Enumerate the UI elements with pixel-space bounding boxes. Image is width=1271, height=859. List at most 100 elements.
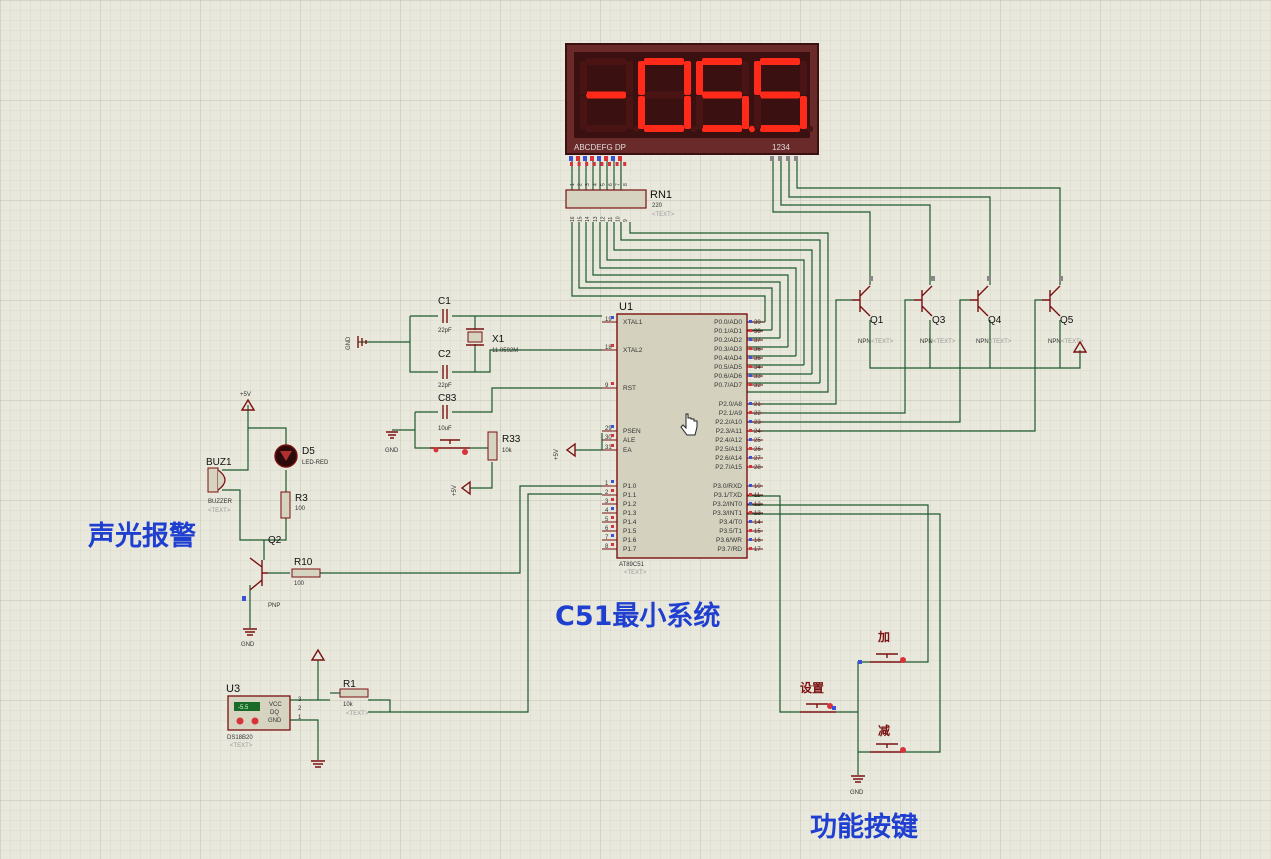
mcu-left-pin-num: 2: [605, 490, 609, 496]
mcu-pin-state: [611, 507, 614, 510]
display-segment-pin: [576, 156, 580, 161]
mcu-pin-state: [749, 383, 752, 386]
segment-a: [586, 58, 626, 65]
capacitor-c2[interactable]: C2 22pF: [438, 349, 452, 389]
display-segment-pin: [604, 156, 608, 161]
mcu-left-pin-num: 6: [605, 526, 609, 532]
segment-c: [742, 96, 749, 129]
rn1-pin-dot: [577, 162, 581, 166]
display-pin-label-right: 1234: [772, 143, 790, 152]
sensor-ds18b20[interactable]: -5.5 VCC DQ GND 3 2 1 U3 DS18B20 <TEXT>: [226, 683, 302, 749]
seven-segment-display[interactable]: ABCDEFG DP 1234: [565, 43, 819, 161]
mcu-right-pin-name: P3.7/RD: [717, 546, 742, 553]
rn1-pin-top: 1: [570, 183, 576, 186]
button-set-label: 设置: [800, 680, 824, 695]
buz1-ref: BUZ1: [206, 457, 232, 468]
rn1-pin-bottom: 14: [585, 216, 591, 222]
capacitor-c1[interactable]: C1 22pF: [438, 296, 452, 334]
segment-a: [702, 58, 742, 65]
r3-value: 100: [295, 506, 306, 512]
r1-text: <TEXT>: [346, 711, 369, 717]
resistor-r10[interactable]: R10 100: [291, 557, 321, 587]
rn1-text: <TEXT>: [652, 212, 675, 218]
button-sub[interactable]: 减: [870, 723, 906, 753]
u3-pin-num-3: 3: [298, 697, 302, 703]
mcu-pin-state: [749, 447, 752, 450]
mcu-pin-state: [749, 347, 752, 350]
transistor-q2[interactable]: Q2 PNP: [242, 535, 282, 609]
resistor-r33[interactable]: R33 10k: [487, 431, 521, 461]
gnd-buttons: GND: [850, 775, 865, 796]
gnd-alarm: GND: [241, 628, 257, 648]
rn1-pin-top: 3: [585, 183, 591, 186]
x1-ref: X1: [492, 334, 505, 345]
mcu-pin-state: [749, 320, 752, 323]
display-pin-label-left: ABCDEFG DP: [574, 143, 626, 152]
mcu-value: AT89C51: [619, 562, 645, 568]
mcu-left-pin-num: 7: [605, 535, 609, 541]
gnd-reset: GND: [385, 431, 399, 454]
mcu-ref: U1: [619, 301, 633, 313]
rn1-pin-bottom: 16: [570, 216, 576, 222]
segment-f: [580, 61, 587, 95]
resistor-r1[interactable]: R1 10k <TEXT>: [330, 679, 369, 717]
mcu-right-pin-name: P2.7/A15: [715, 464, 742, 471]
transistor-value: NPN: [920, 339, 933, 345]
mcu-right-pin-name: P2.3/A11: [716, 428, 743, 435]
mcu-left-pin-num: 3: [605, 499, 609, 505]
rn1-pin-dot: [600, 162, 604, 166]
buzzer-buz1[interactable]: BUZ1 BUZZER <TEXT>: [206, 457, 233, 514]
segment-b: [742, 61, 749, 95]
mcu-right-pin-num: 25: [754, 438, 761, 444]
npn-symbol: [970, 285, 989, 317]
crystal-x1[interactable]: X1 11.0592M: [466, 328, 518, 354]
reset-button[interactable]: [430, 439, 470, 455]
display-digit-1: [580, 58, 640, 133]
section-label-alarm: 声光报警: [88, 521, 196, 552]
segment-c: [800, 96, 807, 129]
button-set[interactable]: 设置: [800, 680, 836, 713]
mcu-pin-state: [749, 465, 752, 468]
mcu-right-pin-num: 12: [754, 502, 761, 508]
vcc-ea: +5V: [554, 442, 576, 460]
capacitor-c83[interactable]: C83 10uF: [438, 393, 457, 432]
mcu-pin-state: [749, 429, 752, 432]
led-d5[interactable]: D5 LED-RED: [274, 444, 329, 468]
segment-e: [638, 96, 645, 129]
rn1-pin-dot: [592, 162, 596, 166]
resistor-r3[interactable]: R3 100: [280, 491, 308, 519]
mcu-pin-state: [611, 525, 614, 528]
vcc-reset-label: +5V: [452, 485, 458, 496]
mcu-right-pin-num: 26: [754, 447, 761, 453]
mcu-right-pin-name: P3.1/TXD: [714, 492, 742, 499]
mcu-right-pin-name: P2.1/A9: [719, 410, 743, 417]
transistor-text: <TEXT>: [933, 339, 956, 345]
gnd-alarm-label: GND: [241, 642, 255, 648]
mcu-right-pin-name: P3.0/RXD: [713, 483, 742, 490]
vcc-reset: +5V: [452, 480, 471, 496]
mcu-pin-state: [749, 529, 752, 532]
r1-ref: R1: [343, 679, 356, 690]
mcu-pin-state: [749, 374, 752, 377]
mcu-left-pin-num: 9: [605, 383, 609, 389]
segment-b: [684, 61, 691, 95]
transistor-text: <TEXT>: [1061, 339, 1084, 345]
mcu-pin-state: [749, 547, 752, 550]
mcu-pin-state: [749, 420, 752, 423]
display-segment-pin: [618, 156, 622, 161]
mcu-pin-state: [749, 484, 752, 487]
r3-ref: R3: [295, 493, 308, 504]
rn1-pin-dot: [623, 162, 627, 166]
mcu-pin-state: [749, 538, 752, 541]
button-add[interactable]: 加: [858, 629, 906, 664]
segment-f: [754, 61, 761, 95]
